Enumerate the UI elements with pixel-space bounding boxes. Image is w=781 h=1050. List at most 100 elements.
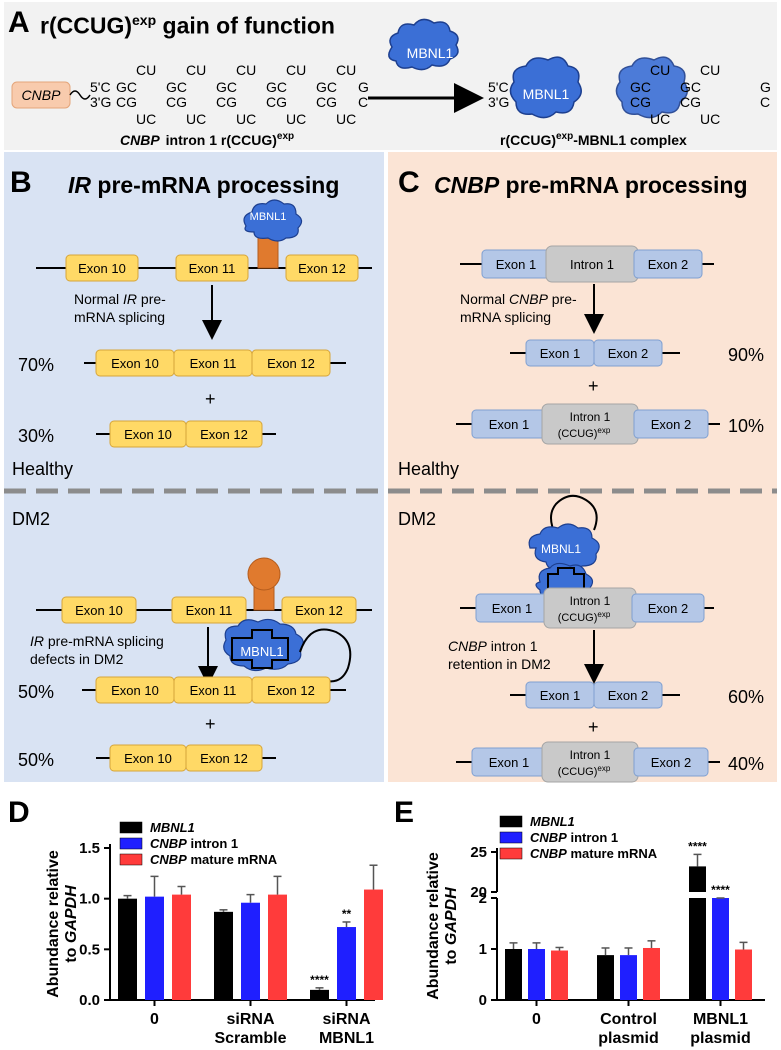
hairpin-top-loop: CU bbox=[186, 62, 206, 78]
cnbp-dm2-premrna bbox=[460, 587, 714, 629]
complex-end-g: G bbox=[760, 79, 771, 95]
legend-swatch bbox=[499, 815, 523, 828]
b-normal-text-2: mRNA splicing bbox=[74, 309, 165, 325]
d-bar bbox=[241, 902, 260, 1000]
complex-end-c: C bbox=[760, 94, 770, 110]
complex-top-loop: CU bbox=[650, 62, 670, 78]
e-y-tick-label: 1 bbox=[479, 941, 487, 958]
legend-swatch bbox=[499, 831, 523, 844]
complex-bottom-loop: UC bbox=[650, 111, 670, 127]
panel-b-label: B bbox=[10, 166, 32, 199]
c-dm2-spliced-mrna bbox=[510, 681, 680, 709]
b-mbnl1-label: MBNL1 bbox=[250, 211, 287, 223]
legend-swatch bbox=[119, 853, 143, 866]
cnbp-gene-label: CNBP bbox=[22, 87, 62, 103]
e-bar bbox=[551, 950, 568, 1000]
c-dm2-retained-intron1: Intron 1 bbox=[570, 748, 611, 762]
b-healthy-label: Healthy bbox=[12, 459, 73, 479]
mbnl1-free-cloud bbox=[388, 18, 459, 71]
c-retention-text-2: retention in DM2 bbox=[448, 656, 551, 672]
hairpin-top-loop: CU bbox=[136, 62, 156, 78]
d-bar bbox=[118, 898, 137, 1000]
d-y-tick-label: 1.5 bbox=[79, 840, 100, 857]
e-x-tick-label: plasmid bbox=[598, 1030, 658, 1047]
b-dm2-exon10: Exon 10 bbox=[75, 603, 123, 618]
complex-caption: r(CCUG)exp-MBNL1 complex bbox=[500, 131, 687, 148]
d-x-tick-label: 0 bbox=[150, 1011, 159, 1028]
hairpin-bottom-loop: UC bbox=[286, 111, 306, 127]
complex-bottom-loop: UC bbox=[700, 111, 720, 127]
complex-five-prime: 5'C bbox=[488, 79, 509, 95]
b-full-exon11: Exon 11 bbox=[190, 356, 237, 371]
d-bar bbox=[310, 989, 329, 1000]
complex-mbnl1-cloud-1 bbox=[509, 56, 582, 119]
hairpin-bottom-loop: UC bbox=[186, 111, 206, 127]
mbnl1-free-label: MBNL1 bbox=[407, 45, 454, 61]
c-dm2-exon1: Exon 1 bbox=[492, 601, 532, 616]
complex-mbnl1-cloud-2 bbox=[615, 56, 688, 119]
e-y-tick-label: 2 bbox=[479, 890, 487, 907]
e-bar bbox=[597, 955, 614, 1000]
b-exon11-label: Exon 11 bbox=[189, 261, 236, 276]
b-defect-text-2: defects in DM2 bbox=[30, 651, 124, 667]
c-dm2-label: DM2 bbox=[398, 509, 436, 529]
d-significance: **** bbox=[310, 973, 329, 987]
b-full-exon12: Exon 12 bbox=[267, 356, 315, 371]
hairpin-top-loop: CU bbox=[236, 62, 256, 78]
c-plus-dm2: + bbox=[588, 717, 599, 737]
b-pct-skip-healthy: 30% bbox=[18, 426, 54, 446]
ir-healthy-premrna bbox=[36, 199, 372, 282]
panel-c-label: C bbox=[398, 166, 420, 199]
hairpin-pair-bottom: CG bbox=[166, 94, 187, 110]
c-pct-spliced-dm2: 60% bbox=[728, 687, 764, 707]
b-dm2-label: DM2 bbox=[12, 509, 50, 529]
panel-a-label: A bbox=[8, 6, 30, 39]
c-dm2-retained-mrna bbox=[456, 741, 720, 783]
hairpin-bottom-loop: UC bbox=[136, 111, 156, 127]
c-dm2-intron1: Intron 1 bbox=[570, 594, 611, 608]
b-dm2-full-exon12: Exon 12 bbox=[267, 683, 315, 698]
c-dm2-spliced-exon2: Exon 2 bbox=[608, 688, 648, 703]
c-intron1: Intron 1 bbox=[570, 257, 614, 272]
b-skip-exon10: Exon 10 bbox=[124, 427, 172, 442]
c-pct-retained-dm2: 40% bbox=[728, 754, 764, 774]
panel-e-label: E bbox=[394, 796, 414, 829]
c-retained-ccug: (CCUG)exp bbox=[558, 426, 611, 440]
hairpin-pair-bottom: CG bbox=[116, 94, 137, 110]
hairpin-bottom-loop: UC bbox=[336, 111, 356, 127]
e-bar bbox=[735, 949, 752, 1000]
hairpin-pair-top: GC bbox=[216, 79, 237, 95]
b-dm2-full-mrna bbox=[82, 676, 346, 704]
ir-dm2-premrna bbox=[36, 557, 372, 624]
legend-label: MBNL1 bbox=[150, 820, 195, 835]
b-pct-full-healthy: 70% bbox=[18, 355, 54, 375]
hairpin-top-loop: CU bbox=[286, 62, 306, 78]
complex-pair-bottom: CG bbox=[680, 94, 701, 110]
c-pct-spliced-healthy: 90% bbox=[728, 345, 764, 365]
c-normal-text-2: mRNA splicing bbox=[460, 309, 551, 325]
d-y-tick-label: 0.0 bbox=[79, 992, 100, 1009]
d-x-tick-label: siRNA bbox=[322, 1011, 370, 1028]
c-retained-exon1: Exon 1 bbox=[489, 417, 529, 432]
b-pct-full-dm2: 50% bbox=[18, 682, 54, 702]
panel-b-title: IR pre-mRNA processing bbox=[68, 172, 340, 198]
c-healthy-label: Healthy bbox=[398, 459, 459, 479]
b-dm2-full-exon10: Exon 10 bbox=[111, 683, 159, 698]
hairpin-pair-top: GC bbox=[266, 79, 287, 95]
e-bar-lower bbox=[712, 898, 729, 1000]
complex-pair-top: GC bbox=[630, 79, 651, 95]
b-normal-text-1: Normal IR pre- bbox=[74, 291, 166, 307]
hairpin-end-g: G bbox=[358, 79, 369, 95]
e-significance: **** bbox=[711, 883, 730, 897]
d-significance: ** bbox=[342, 907, 352, 921]
e-x-tick-label: MBNL1 bbox=[693, 1011, 748, 1028]
d-y-tick-label: 1.0 bbox=[79, 891, 100, 908]
c-exon2: Exon 2 bbox=[648, 257, 688, 272]
c-retained-exon2: Exon 2 bbox=[651, 417, 691, 432]
b-defect-text-1: IR pre-mRNA splicing bbox=[30, 633, 164, 649]
hairpin-bottom-loop: UC bbox=[236, 111, 256, 127]
